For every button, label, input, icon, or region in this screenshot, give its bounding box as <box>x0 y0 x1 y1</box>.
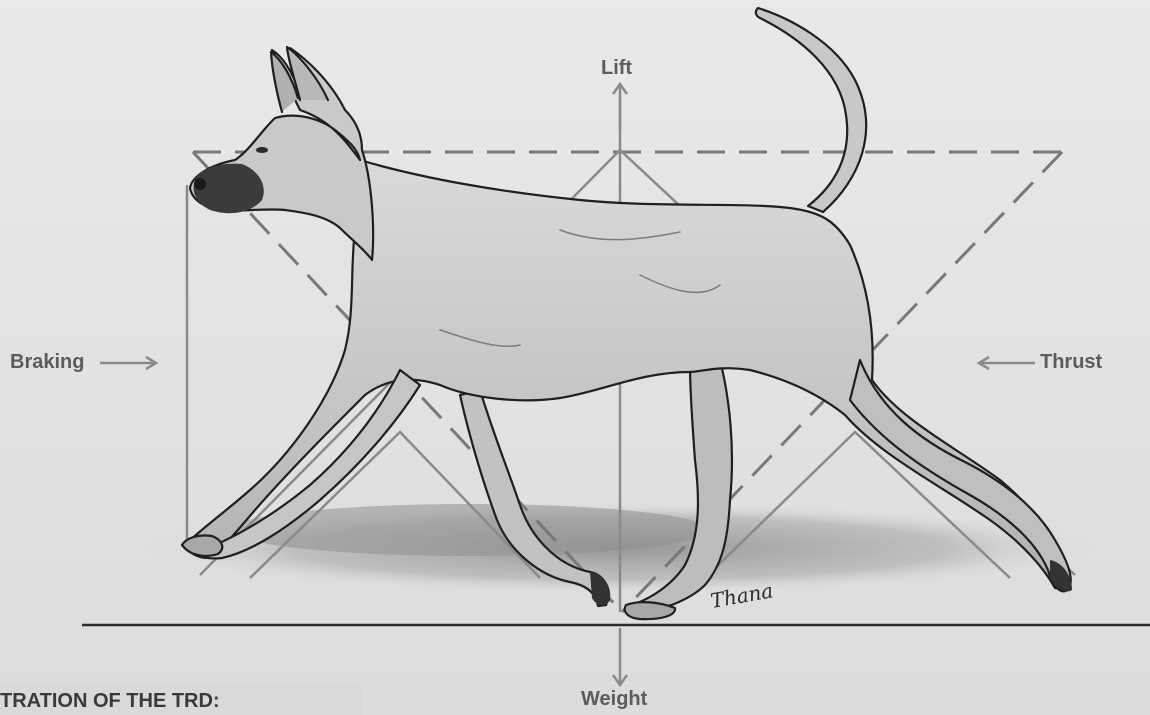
dog-nose <box>194 178 206 190</box>
lift-label: Lift <box>601 57 632 80</box>
dog-eye <box>256 147 268 153</box>
braking-arrow-icon <box>100 357 156 369</box>
dog-paw-hind-far <box>625 602 675 619</box>
thrust-arrow-icon <box>979 357 1035 369</box>
thrust-label: Thrust <box>1040 351 1102 374</box>
caption-text: TRATION OF THE TRD: <box>0 690 220 713</box>
braking-label: Braking <box>10 351 84 374</box>
weight-arrow-icon <box>613 628 627 685</box>
dog-tail <box>756 8 866 212</box>
lift-arrow-icon <box>613 84 627 130</box>
weight-label: Weight <box>581 688 647 711</box>
